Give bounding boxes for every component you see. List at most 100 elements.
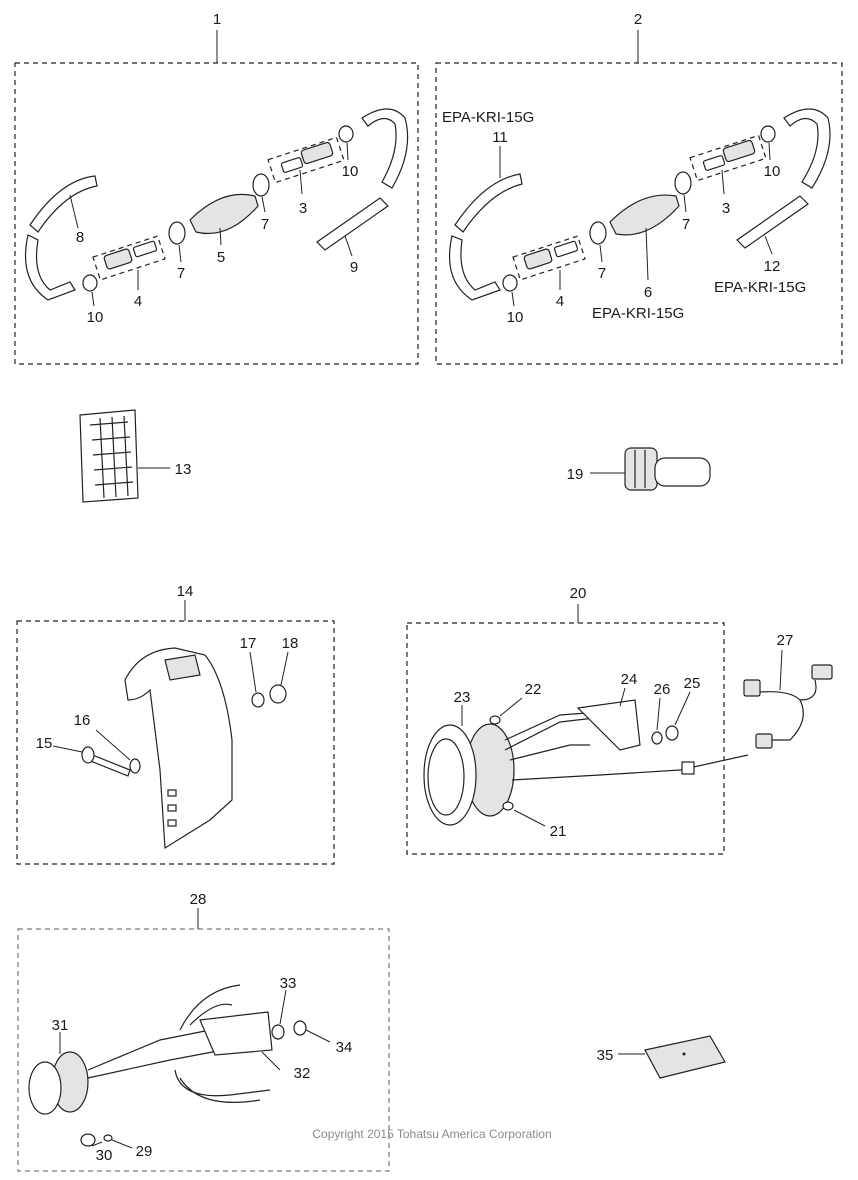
part-13-label: 13 — [79, 409, 192, 503]
label-21: 21 — [550, 823, 567, 840]
label-7: 7 — [177, 265, 185, 282]
bulb-29 — [103, 1134, 113, 1142]
nut-10b — [338, 125, 354, 143]
group-20-tachometer: 20 23 24 22 26 25 21 — [406, 585, 725, 855]
harness-27-connector-a — [743, 679, 761, 697]
cap-30 — [80, 1133, 96, 1147]
label-22: 22 — [525, 681, 542, 698]
label-10: 10 — [87, 309, 104, 326]
clamp-7 — [168, 221, 186, 245]
label-7b: 7 — [261, 216, 269, 233]
connector-4-tip — [132, 240, 158, 258]
group-14-bracket: 14 15 16 17 18 — [16, 583, 335, 865]
nut-10d — [760, 125, 776, 143]
label-1: 1 — [213, 11, 221, 28]
bracket-14-top — [164, 654, 201, 681]
nut-10c — [502, 274, 518, 292]
label-32: 32 — [294, 1065, 311, 1082]
bracket-32 — [199, 1011, 273, 1056]
harness-27-connector-b — [811, 664, 833, 680]
washer-16 — [129, 758, 141, 774]
label-23: 23 — [454, 689, 471, 706]
label-10d: 10 — [764, 163, 781, 180]
gauge-31-face — [28, 1061, 62, 1115]
group-3-box — [267, 136, 345, 184]
primer-bulb-6 — [609, 194, 680, 236]
label-26: 26 — [654, 681, 671, 698]
hose-8b — [24, 234, 76, 301]
label-33: 33 — [280, 975, 297, 992]
label-34: 34 — [336, 1039, 353, 1056]
label-24: 24 — [621, 671, 638, 688]
label-30: 30 — [96, 1147, 113, 1164]
group-1-fuel-line: 1 8 4 10 7 5 7 3 — [14, 11, 419, 365]
hose-9 — [316, 197, 389, 251]
hose-9-top — [361, 108, 409, 189]
connector-3-tip — [280, 157, 304, 173]
group-2-box — [435, 62, 843, 365]
label-5: 5 — [217, 249, 225, 266]
label-7d: 7 — [682, 216, 690, 233]
fitting-19-body — [624, 447, 658, 491]
label-12: 12 — [764, 258, 781, 275]
bracket-hole-a — [167, 789, 177, 797]
bolt-15-head — [81, 746, 95, 764]
caption-epa-6: EPA-KRI-15G — [592, 305, 684, 322]
nut-25 — [665, 725, 679, 741]
group-2-fuel-line: 2 EPA-KRI-15G 11 4 10 7 6 EPA-KRI-15G 7 … — [435, 11, 843, 365]
bracket-24 — [576, 699, 641, 751]
part-35: 35 — [597, 1035, 726, 1079]
clamp-7c — [589, 221, 607, 245]
harness-27-plug — [681, 761, 695, 775]
label-13: 13 — [175, 461, 192, 478]
group-20-box — [406, 622, 725, 855]
washer-17 — [251, 692, 265, 708]
copyright-notice: Copyright 2015 Tohatsu America Corporati… — [312, 1127, 551, 1141]
label-2: 2 — [634, 11, 642, 28]
group-4-box — [92, 235, 166, 281]
connector-3b-tip — [702, 155, 726, 171]
label-19: 19 — [567, 466, 584, 483]
label-6: 6 — [644, 284, 652, 301]
group-3b-box — [689, 134, 767, 182]
bracket-hole-c — [167, 819, 177, 827]
label-27: 27 — [777, 632, 794, 649]
clamp-7b — [252, 173, 270, 197]
nut-34 — [293, 1020, 307, 1036]
hose-12-top — [783, 108, 831, 189]
label-7c: 7 — [598, 265, 606, 282]
pouch-35 — [644, 1035, 726, 1079]
label-18: 18 — [282, 635, 299, 652]
hose-12 — [736, 195, 809, 249]
group-28-trim-meter: 28 31 32 33 34 30 29 — [17, 891, 390, 1172]
bracket-14 — [124, 647, 233, 850]
nut-18 — [269, 684, 287, 704]
nut-10 — [82, 274, 98, 292]
connector-4b — [523, 248, 553, 270]
label-4: 4 — [134, 293, 142, 310]
caption-epa-11: EPA-KRI-15G — [442, 109, 534, 126]
bulb-22 — [489, 715, 501, 725]
label-15: 15 — [36, 735, 53, 752]
label-14: 14 — [177, 583, 194, 600]
label-8: 8 — [76, 229, 84, 246]
label-9: 9 — [350, 259, 358, 276]
caption-epa-12: EPA-KRI-15G — [714, 279, 806, 296]
label-31: 31 — [52, 1017, 69, 1034]
label-11: 11 — [492, 129, 508, 146]
label-3: 3 — [299, 200, 307, 217]
bracket-hole-b — [167, 804, 177, 812]
harness-27-connector-c — [755, 733, 773, 749]
washer-33 — [271, 1024, 285, 1040]
hose-8 — [29, 175, 98, 233]
bulb-21 — [502, 801, 514, 811]
label-10b: 10 — [342, 163, 359, 180]
label-3b: 3 — [722, 200, 730, 217]
connector-3 — [300, 141, 334, 165]
label-20: 20 — [570, 585, 587, 602]
label-28: 28 — [190, 891, 207, 908]
fitting-19-nozzle — [654, 457, 711, 487]
part-19-fitting: 19 — [567, 447, 711, 491]
label-29: 29 — [136, 1143, 153, 1160]
